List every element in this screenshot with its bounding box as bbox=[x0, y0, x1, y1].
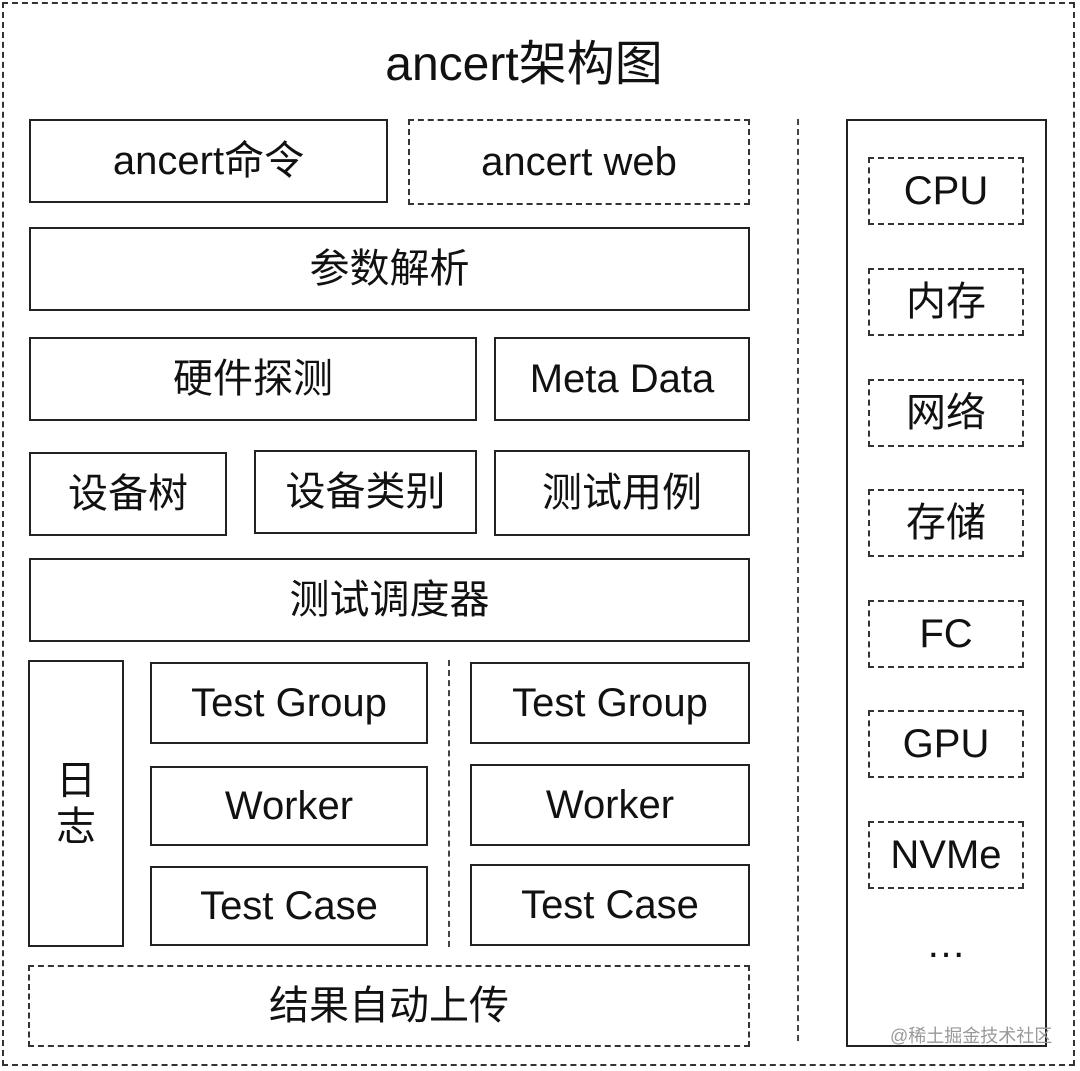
group-divider bbox=[448, 660, 450, 947]
hw-item-memory: 内存 bbox=[868, 268, 1024, 336]
hw-item-cpu: CPU bbox=[868, 157, 1024, 225]
hw-item-gpu: GPU bbox=[868, 710, 1024, 778]
device-tree-box: 设备树 bbox=[29, 452, 227, 536]
diagram-title: ancert架构图 bbox=[385, 38, 663, 91]
section-divider bbox=[797, 119, 799, 1041]
hardware-panel bbox=[846, 119, 1047, 1047]
worker-left: Worker bbox=[150, 766, 428, 846]
worker-right: Worker bbox=[470, 764, 750, 846]
param-parse-box: 参数解析 bbox=[29, 227, 750, 311]
test-scheduler-box: 测试调度器 bbox=[29, 558, 750, 642]
log-box: 日 志 bbox=[28, 660, 124, 947]
auto-upload-box: 结果自动上传 bbox=[28, 965, 750, 1047]
ancert-command-box: ancert命令 bbox=[29, 119, 388, 203]
test-group-right: Test Group bbox=[470, 662, 750, 744]
watermark: @稀土掘金技术社区 bbox=[890, 1026, 1053, 1046]
hw-item-storage: 存储 bbox=[868, 489, 1024, 557]
hw-item-nvme: NVMe bbox=[868, 821, 1024, 889]
test-case-lib-box: 测试用例 bbox=[494, 450, 750, 536]
hw-item-more: … bbox=[926, 922, 966, 966]
hw-item-fc: FC bbox=[868, 600, 1024, 668]
log-char-1: 日 bbox=[56, 758, 96, 803]
hardware-detect-box: 硬件探测 bbox=[29, 337, 477, 421]
hw-item-network: 网络 bbox=[868, 379, 1024, 447]
device-class-box: 设备类别 bbox=[254, 450, 477, 534]
ancert-web-box: ancert web bbox=[408, 119, 750, 205]
test-case-right: Test Case bbox=[470, 864, 750, 946]
log-char-2: 志 bbox=[56, 804, 96, 849]
test-case-left: Test Case bbox=[150, 866, 428, 946]
test-group-left: Test Group bbox=[150, 662, 428, 744]
meta-data-box: Meta Data bbox=[494, 337, 750, 421]
